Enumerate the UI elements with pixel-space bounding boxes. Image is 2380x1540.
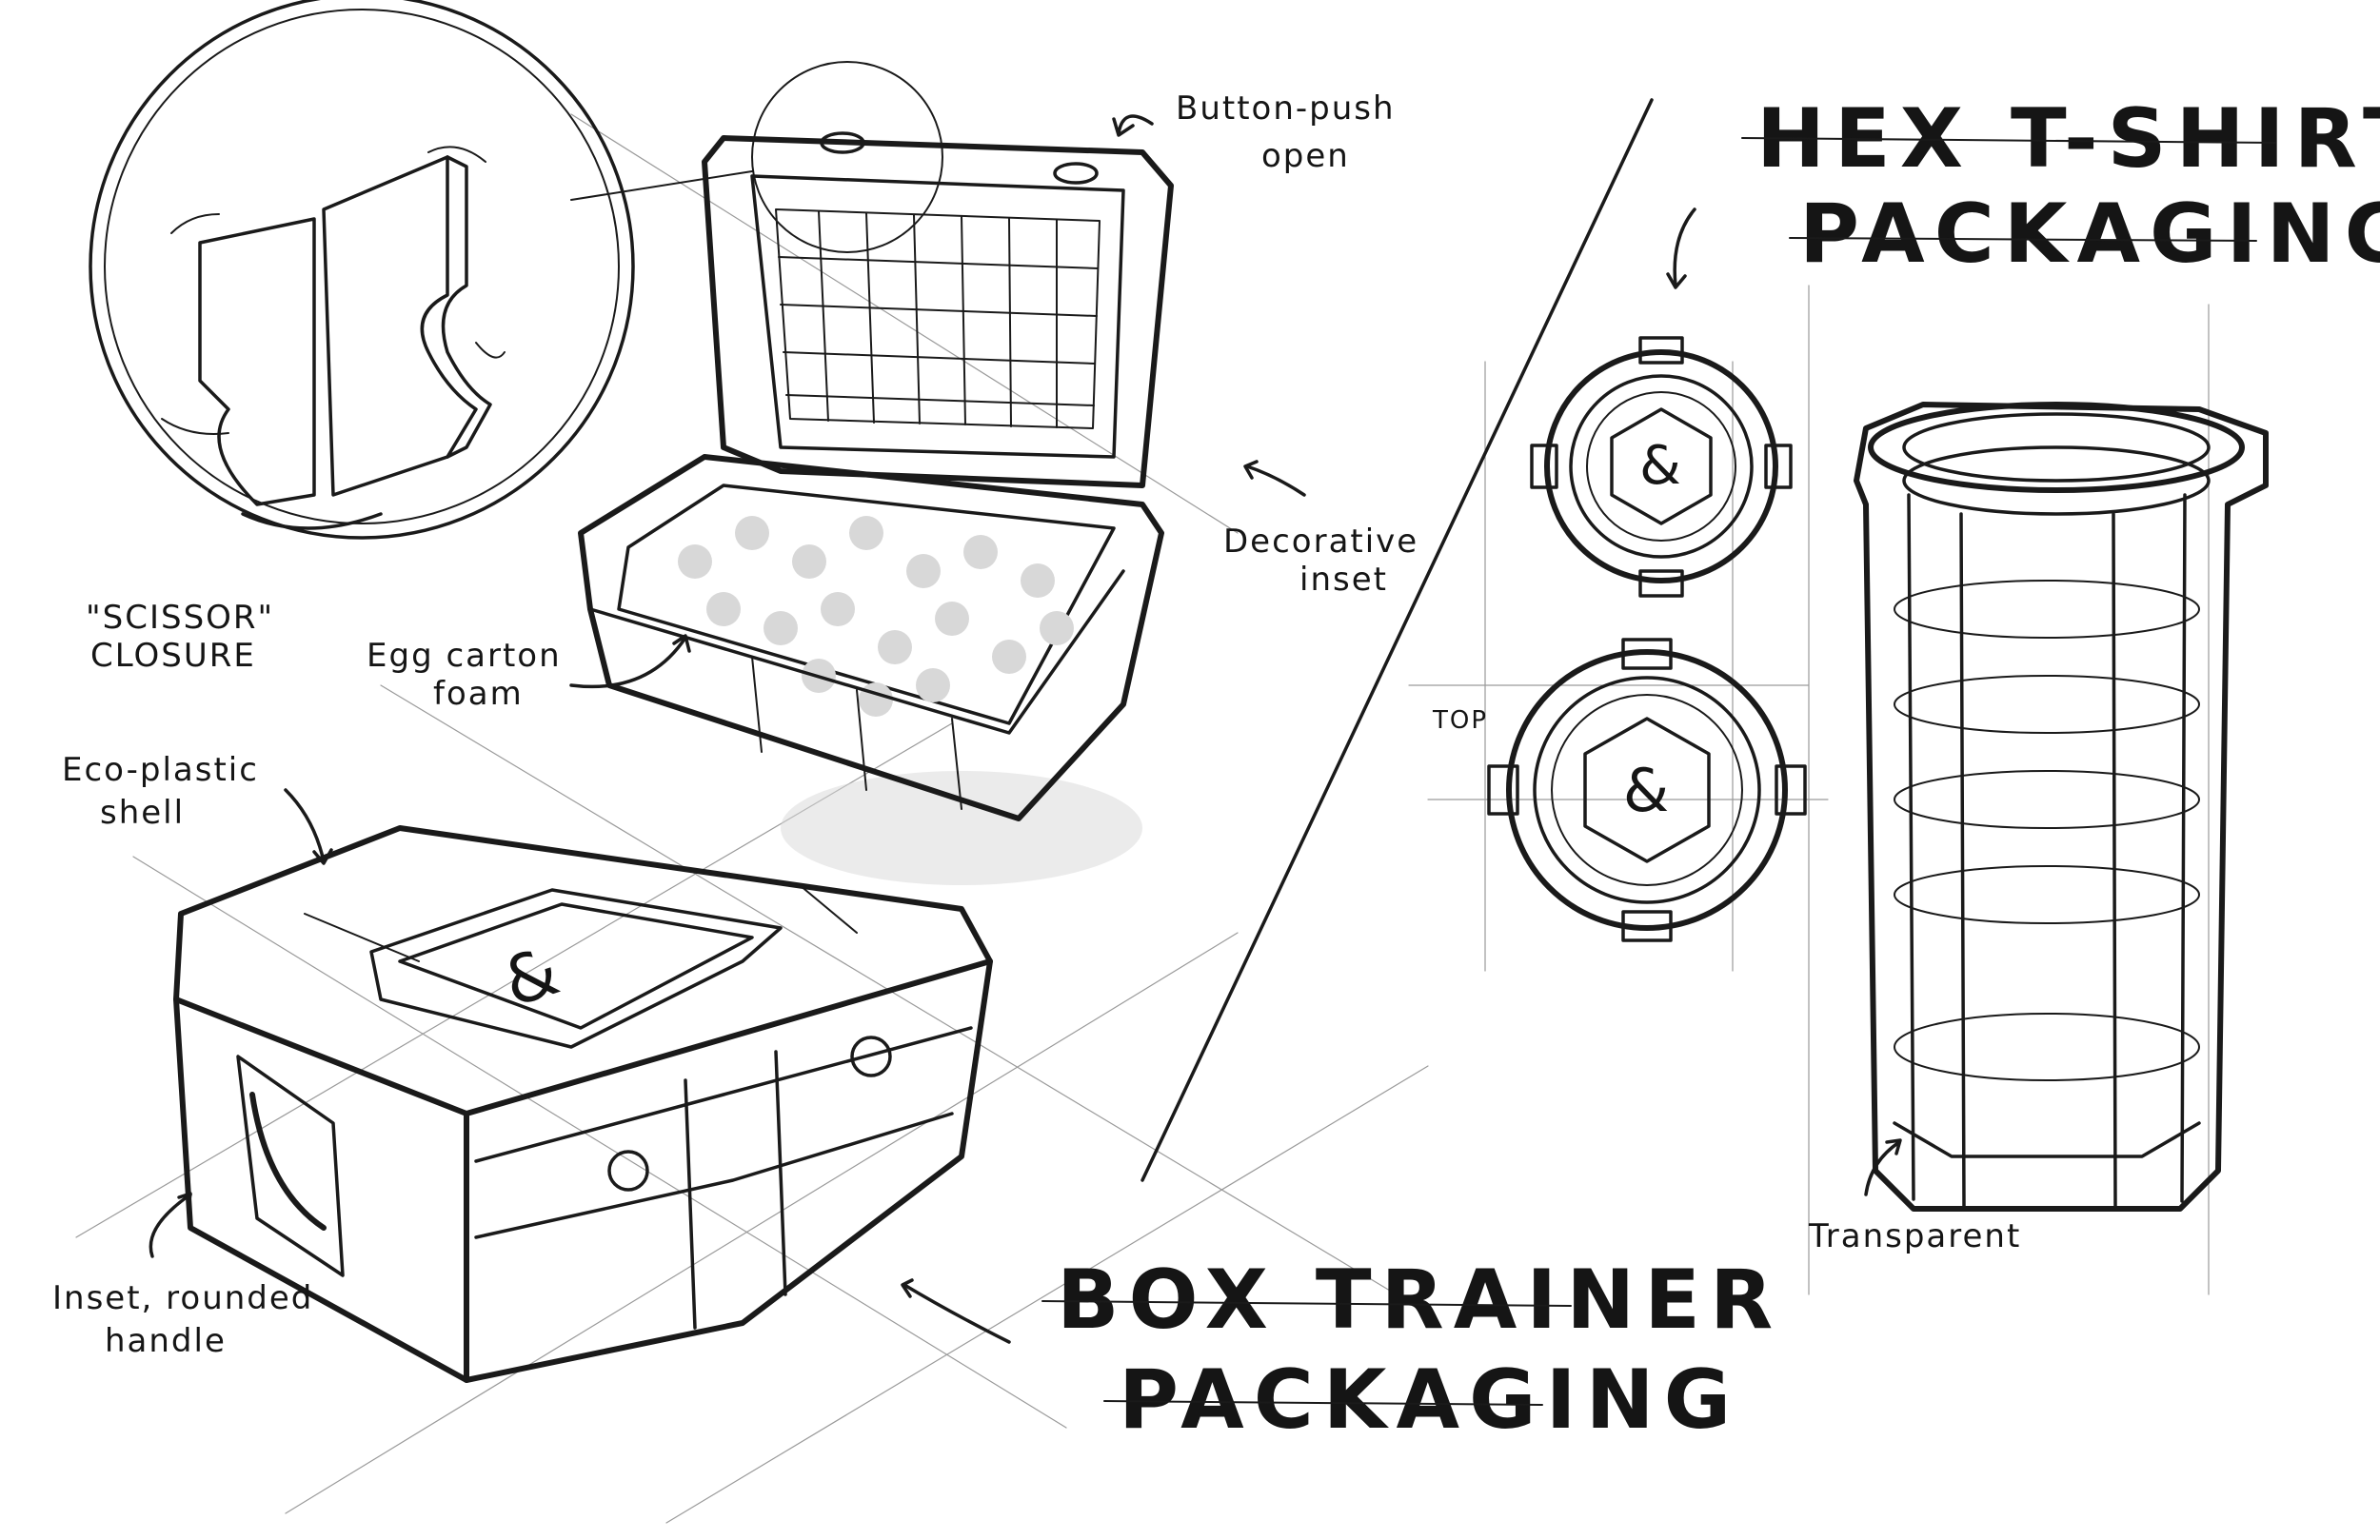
hex-cap-top-view: & [1487, 638, 1807, 942]
callout-transparent: Transparent [1808, 1217, 2021, 1255]
callout-button-line2: open [1261, 137, 1350, 175]
closed-box-logo: & [494, 931, 569, 1021]
callout-arrows [149, 114, 1902, 1344]
scissor-closure-detail [89, 0, 753, 540]
callout-decorative-line2: inset [1299, 561, 1388, 599]
hex-tube-sketch [1854, 402, 2269, 1212]
callout-eco-line1: Eco-plastic [62, 751, 259, 789]
box-title-line2: PACKAGING [1119, 1352, 1740, 1448]
callout-labels: Button-push open "SCISSOR" CLOSURE Egg c… [52, 89, 2021, 1360]
perspective-guides [75, 113, 2210, 1524]
callout-scissor-line1: "SCISSOR" [86, 599, 274, 637]
open-box-sketch [578, 61, 1174, 885]
callout-handle-line2: handle [105, 1322, 227, 1360]
callout-decorative-line1: Decorative [1223, 523, 1418, 561]
callout-scissor-line2: CLOSURE [90, 637, 256, 675]
closed-box-sketch: & [173, 825, 993, 1383]
box-title-line1: BOX TRAINER [1057, 1253, 1782, 1348]
callout-button-line1: Button-push [1176, 89, 1396, 128]
hex-cap-side-logo: & [1639, 435, 1683, 497]
hex-title-line2: PACKAGING [1799, 187, 2380, 282]
lid-mesh [778, 210, 1099, 428]
callout-egg-line2: foam [433, 675, 524, 713]
callout-egg-line1: Egg carton [367, 637, 562, 675]
egg-foam-pattern [678, 516, 1074, 717]
hex-cap-side-view: & [1530, 336, 1793, 598]
callout-top: TOP [1432, 706, 1488, 735]
hex-cap-top-logo: & [1623, 756, 1671, 825]
callout-handle-line1: Inset, rounded [52, 1279, 313, 1317]
titles: HEX T-SHIRT PACKAGING BOX TRAINER PACKAG… [1041, 91, 2380, 1448]
section-divider [1140, 98, 1654, 1182]
callout-eco-line2: shell [100, 794, 185, 832]
